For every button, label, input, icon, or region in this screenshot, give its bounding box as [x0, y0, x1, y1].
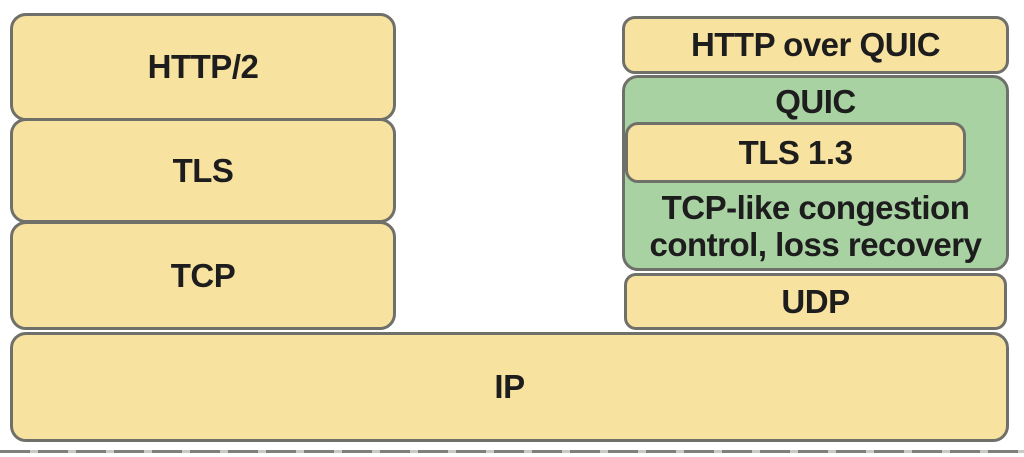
- tls13-label: TLS 1.3: [738, 133, 853, 171]
- tls-label: TLS: [172, 151, 234, 189]
- bottom-edge-artifact-line: [0, 450, 1024, 453]
- http-over-quic-label: HTTP over QUIC: [690, 26, 941, 63]
- tcp-layer-box: TCP: [10, 221, 396, 330]
- quic-layer-box: QUIC TLS 1.3 TCP-like congestion control…: [622, 75, 1009, 271]
- tls13-inner-box: TLS 1.3: [625, 122, 966, 183]
- tcp-label: TCP: [170, 256, 236, 294]
- udp-layer-box: UDP: [624, 273, 1007, 330]
- ip-layer-box: IP: [10, 332, 1009, 442]
- udp-label: UDP: [781, 282, 850, 320]
- quic-congestion-description: TCP-like congestion control, loss recove…: [625, 189, 1006, 263]
- http2-layer-box: HTTP/2: [10, 13, 396, 121]
- http2-label: HTTP/2: [147, 48, 259, 85]
- quic-label: QUIC: [775, 83, 856, 120]
- congestion-line2: control, loss recovery: [649, 226, 982, 263]
- congestion-line1: TCP-like congestion: [661, 189, 970, 226]
- tls-layer-box: TLS: [10, 118, 396, 223]
- http-over-quic-layer-box: HTTP over QUIC: [622, 16, 1009, 74]
- ip-label: IP: [494, 368, 525, 405]
